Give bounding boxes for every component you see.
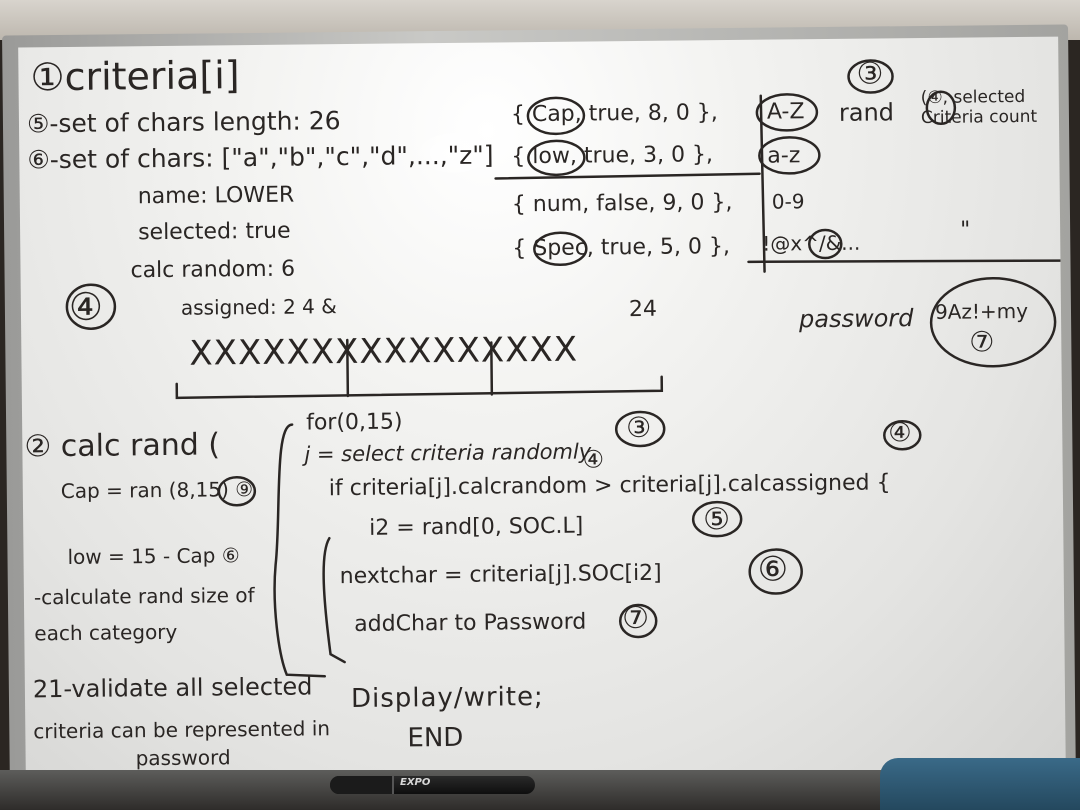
circle-step9-left (217, 475, 257, 507)
if-block-brace (322, 536, 346, 664)
table-underline (494, 172, 761, 180)
circle-low (527, 139, 586, 177)
circle-rand-arg (925, 90, 957, 126)
circle-step6-alg (748, 548, 803, 595)
circle-step5-alg (691, 500, 743, 538)
marker-cap (330, 776, 394, 794)
circle-step7-alg (618, 603, 658, 639)
circle-step3-alg (614, 410, 666, 448)
whiteboard: ①criteria[i] ⑤-set of chars length: 26 ⑥… (18, 36, 1066, 783)
algorithm-brace (273, 423, 327, 678)
circle-upper-az (755, 93, 819, 132)
circle-cap (526, 96, 586, 136)
circle-step3-top (847, 59, 894, 94)
table-bottom-line (747, 259, 1062, 264)
x-row-bracket (175, 375, 664, 400)
circle-lower-az (758, 136, 821, 175)
circle-password (929, 277, 1057, 368)
x-row-divider-1 (346, 338, 350, 398)
board-strokes (65, 59, 1062, 678)
circle-special (808, 228, 843, 260)
circle-spec (533, 231, 588, 267)
circle-step4-left (65, 283, 117, 330)
table-vertical (759, 94, 766, 273)
blue-cloth (880, 758, 1080, 810)
marker-brand-label: EXPO (400, 777, 431, 788)
circle-step4-right (883, 419, 922, 451)
x-row-divider-2 (490, 341, 494, 396)
